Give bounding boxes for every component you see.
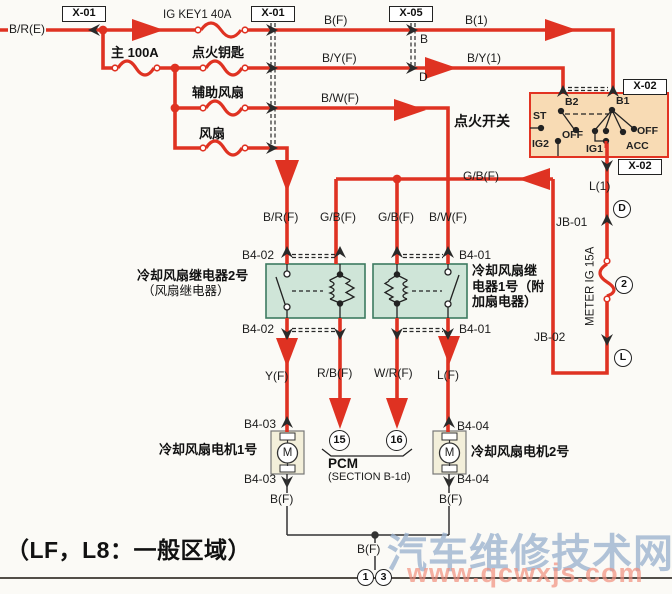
pcm-section-label: (SECTION B-1d)	[328, 471, 411, 483]
wire-label-gbf-relay1: G/B(F)	[378, 210, 414, 224]
junction-dots	[98, 25, 402, 184]
motor1-symbol: M	[282, 447, 293, 459]
wire-label-l1: L(1)	[589, 179, 611, 193]
pin-circle-d: D	[613, 200, 631, 218]
footer-note: （LF，L8：一般区域）	[6, 537, 251, 563]
connector-box-x02-top: X-02	[623, 79, 667, 95]
fuse-symbols	[111, 21, 616, 303]
wire-label-gbf-feed: G/B(F)	[463, 169, 499, 183]
pcm-label: PCM	[328, 456, 358, 471]
pin-label-b: B	[420, 32, 429, 46]
relay-internals	[275, 264, 460, 318]
wire-label-bwf-relay1: B/W(F)	[429, 210, 467, 224]
watermark-site-name: 汽车维修技术网	[387, 532, 672, 576]
connector-label-b4-03-top: B4-03	[244, 417, 277, 431]
pcm-pin-16: 16	[386, 430, 407, 451]
connector-label-b4-04-top: B4-04	[457, 419, 490, 433]
terminal-ig1: IG1	[586, 143, 603, 155]
wire-label-b1: B(1)	[465, 13, 488, 27]
pin-circle-l: L	[614, 349, 632, 367]
ignition-switch-internals	[530, 106, 638, 156]
connector-label-b4-04-bottom: B4-04	[457, 472, 490, 486]
motor1-name: 冷却风扇电机1号	[159, 442, 258, 457]
relay1-name: 冷却风扇继电器1号（附加扇电器）	[472, 263, 545, 309]
pcm-bracket	[321, 448, 413, 457]
red-flow-arrows	[132, 19, 577, 429]
connector-dashed-lines	[270, 23, 608, 333]
terminal-b1: B1	[616, 95, 630, 107]
fuse-label-fan: 风扇	[199, 126, 226, 141]
wire-label-yf: Y(F)	[265, 369, 289, 383]
wire-label-gbf-relay2: G/B(F)	[320, 210, 356, 224]
wire-label-bf-motor2: B(F)	[438, 492, 464, 507]
pin-circle-2: 2	[615, 276, 633, 294]
ground-point-1: 1	[357, 569, 374, 586]
ignition-switch-label: 点火开关	[454, 113, 510, 129]
terminal-off-right: OFF	[637, 125, 658, 137]
ground-point-3: 3	[375, 569, 392, 586]
wire-label-bre: B/R(E)	[8, 22, 46, 37]
connector-box-x01-right: X-01	[251, 6, 295, 22]
wire-label-byf: B/Y(F)	[322, 51, 357, 65]
wire-label-bwf: B/W(F)	[321, 91, 359, 105]
connector-arrows	[88, 24, 619, 488]
connector-box-x05: X-05	[389, 6, 433, 22]
wire-label-rbf: R/B(F)	[317, 366, 353, 380]
terminal-ig2: IG2	[532, 138, 549, 150]
terminal-off-center: OFF	[562, 129, 583, 141]
wire-label-bf: B(F)	[324, 13, 348, 27]
wire-label-bf-ground: B(F)	[356, 542, 382, 557]
terminal-st: ST	[533, 110, 547, 122]
wire-label-brf: B/R(F)	[263, 210, 299, 224]
pcm-pin-15: 15	[329, 430, 350, 451]
motor2-box	[432, 430, 467, 475]
connector-label-b4-03-bottom: B4-03	[244, 472, 277, 486]
connector-box-x01-left: X-01	[62, 6, 106, 22]
relay2-alias: （风扇继电器）	[142, 284, 230, 298]
connector-label-b4-01-top: B4-01	[459, 248, 492, 262]
red-wires	[0, 28, 615, 432]
terminal-b2: B2	[565, 96, 579, 108]
motor1-box	[270, 430, 305, 475]
wire-label-bf-motor1: B(F)	[269, 492, 295, 507]
fuse-label-aux-fan: 辅助风扇	[192, 85, 245, 100]
wire-label-lf: L(F)	[437, 368, 459, 382]
connector-label-jb02: JB-02	[534, 330, 566, 344]
fuse-label-ignition-key: 点火钥匙	[192, 45, 245, 60]
connector-label-b4-02-top: B4-02	[242, 248, 275, 262]
relay2-name: 冷却风扇继电器2号	[137, 268, 249, 283]
terminal-acc: ACC	[626, 140, 649, 152]
motor2-name: 冷却风扇电机2号	[471, 444, 570, 459]
connector-label-b4-01-bottom: B4-01	[459, 322, 492, 336]
wire-label-wrf: W/R(F)	[374, 366, 413, 380]
fuse-label-ig-key1: IG KEY1 40A	[163, 9, 232, 21]
fuse-label-main: 主 100A	[111, 45, 159, 60]
motor2-symbol: M	[444, 447, 455, 459]
wire-label-by1: B/Y(1)	[467, 51, 502, 65]
pin-label-d: D	[419, 70, 428, 84]
connector-box-x02-bottom: X-02	[618, 159, 662, 175]
fuse-label-meter-ig: METER IG 15A	[584, 246, 597, 326]
connector-label-b4-02-bottom: B4-02	[242, 322, 275, 336]
watermark-site-url: www.qcwxjs.com	[407, 558, 644, 588]
connector-label-jb01: JB-01	[556, 215, 588, 229]
